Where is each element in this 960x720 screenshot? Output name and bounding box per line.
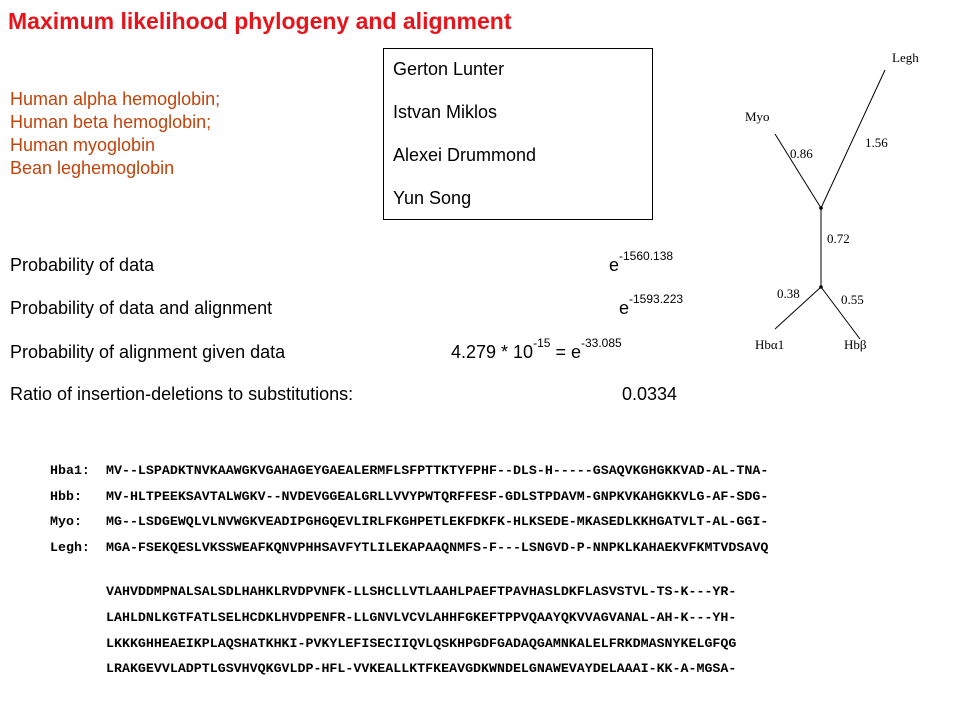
author-name: Alexei Drummond [393, 145, 537, 165]
leaf-legh: Legh [892, 50, 919, 65]
authors-box: Gerton Lunter Istvan Miklos Alexei Drumm… [383, 48, 653, 220]
sequence-name: Hba1: [50, 463, 90, 478]
prob-data-value: e-1560.138 [609, 249, 674, 275]
alignment-row: LRAKGEVVLADPTLGSVHVQKGVLDP-HFL-VVKEALLKT… [50, 656, 768, 682]
sequence-alignment: Hba1: MV--LSPADKTNVKAAWGKVGAHAGEYGAEALERM… [50, 458, 768, 682]
sequence-name: Hbb: [50, 488, 82, 504]
branch-hba [774, 286, 822, 330]
alignment-row: Hbb: MV-HLTPEEKSAVTALWGKV--NVDEVGGEALGRLL… [50, 484, 768, 510]
protein-item: Bean leghemoglobin [10, 158, 175, 178]
author-name: Yun Song [393, 188, 472, 208]
sequence-text: LRAKGEVVLADPTLGSVHVQKGVLDP-HFL-VVKEALLKT… [106, 661, 737, 677]
sequence-text: MV--LSPADKTNVKAAWGKVGAHAGEYGAEALERMFLSFP… [106, 463, 769, 478]
leaf-hba: Hbα1 [755, 337, 784, 352]
ratio-label: Ratio of insertion-deletions to substitu… [10, 384, 354, 404]
branch-hbb [820, 286, 861, 340]
alignment-row: LKKKGHHEAEIKPLAQSHATKHKI-PVKYLEFISECIIQV… [50, 631, 768, 657]
protein-item: Human beta hemoglobin; [10, 112, 212, 132]
tree-node [819, 285, 823, 289]
prob-data-align-label: Probability of data and alignment [10, 298, 273, 318]
branch-myo [774, 133, 822, 209]
leaf-myo: Myo [745, 109, 770, 124]
alignment-row: Myo: MG--LSDGEWQLVLNVWGKVEADIPGHGQEVLIRLF… [50, 509, 768, 535]
protein-item: Human myoglobin [10, 135, 156, 155]
prob-data-align-value: e-1593.223 [619, 292, 684, 318]
sequence-name: Myo: [50, 514, 82, 530]
alignment-row: Legh: MGA-FSEKQESLVKSSWEAFKQNVPHHSAVFYTLI… [50, 535, 768, 561]
branch-label-myo: 0.86 [790, 146, 813, 161]
alignment-row: Hba1: MV--LSPADKTNVKAAWGKVGAHAGEYGAEALERM… [50, 458, 768, 484]
branch-label-internal: 0.72 [827, 231, 850, 246]
sequence-text: MG--LSDGEWQLVLNVWGKVEADIPGHGQEVLIRLFKGHP… [106, 514, 769, 530]
branch-label-hba: 0.38 [777, 286, 800, 301]
alignment-row: VAHVDDMPNALSALSDLHAHKLRVDPVNFK-LLSHCLLVT… [50, 579, 768, 605]
author-name: Istvan Miklos [393, 102, 498, 122]
sequence-text: MGA-FSEKQESLVKSSWEAFKQNVPHHSAVFYTLILEKAP… [106, 539, 769, 555]
sequence-name: Legh: [50, 539, 90, 555]
author-name: Gerton Lunter [393, 59, 505, 79]
sequence-text: LAHLDNLKGTFATLSELHCDKLHVDPENFR-LLGNVLVCV… [106, 609, 737, 625]
leaf-hbb: Hbβ [844, 337, 867, 352]
phylogeny-tree: Legh Myo Hbα1 Hbβ 0.86 1.56 0.72 0.38 0.… [745, 50, 919, 352]
tree-node [819, 206, 823, 210]
ratio-value: 0.0334 [622, 384, 678, 404]
alignment-row: LAHLDNLKGTFATLSELHCDKLHVDPENFR-LLGNVLVCV… [50, 605, 768, 631]
branch-legh [820, 69, 886, 209]
branch-label-hbb: 0.55 [841, 292, 864, 307]
page-title: Maximum likelihood phylogeny and alignme… [8, 8, 512, 34]
sequence-text: MV-HLTPEEKSAVTALWGKV--NVDEVGGEALGRLLVVYP… [106, 488, 769, 504]
branch-label-legh: 1.56 [865, 135, 888, 150]
sequence-text: LKKKGHHEAEIKPLAQSHATKHKI-PVKYLEFISECIIQV… [106, 635, 737, 651]
sequence-text: VAHVDDMPNALSALSDLHAHKLRVDPVNFK-LLSHCLLVT… [106, 584, 737, 600]
protein-item: Human alpha hemoglobin; [10, 89, 221, 109]
prob-data-label: Probability of data [10, 255, 155, 275]
prob-align-given-label: Probability of alignment given data [10, 342, 286, 362]
prob-align-given-value: 4.279 * 10-15 = e-33.085 [451, 336, 622, 362]
protein-list: Human alpha hemoglobin; Human beta hemog… [10, 88, 220, 180]
